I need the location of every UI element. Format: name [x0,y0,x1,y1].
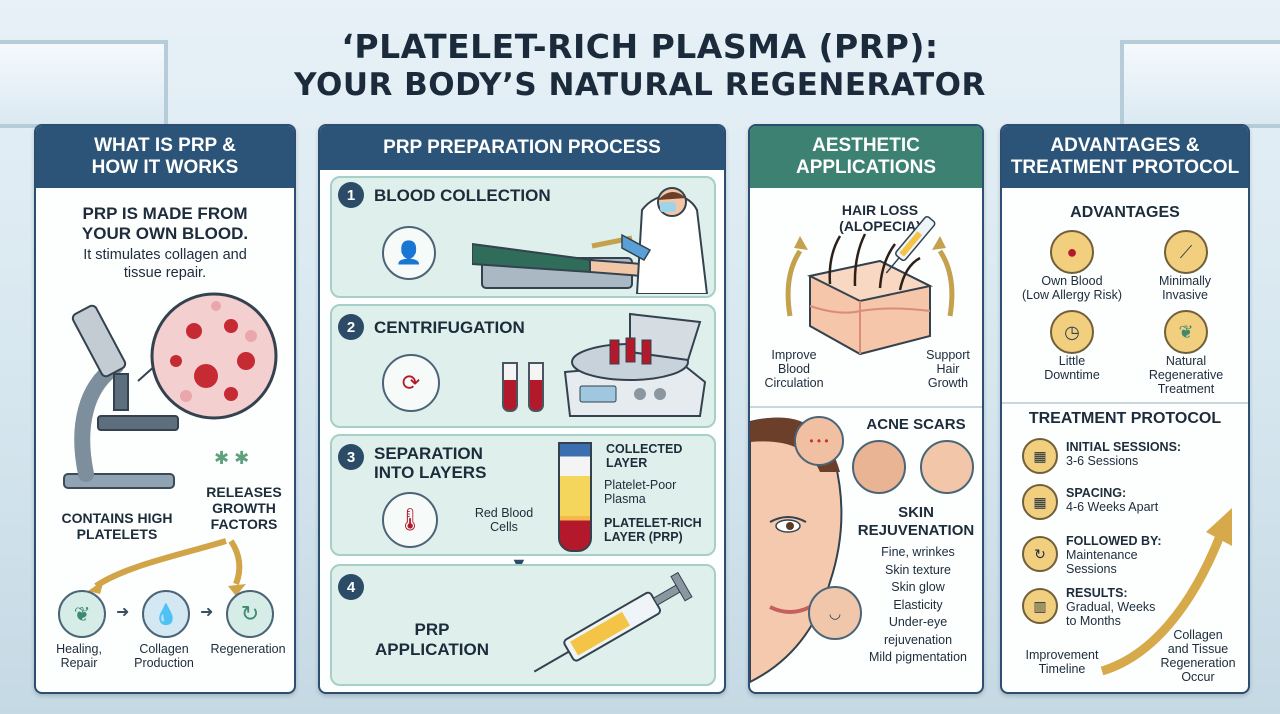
step-centrifugation: 2 CENTRIFUGATION ⟳ [330,304,716,428]
phlebotomist-illustration [472,187,709,294]
protocol-spacing: SPACING:4-6 Weeks Apart [1066,486,1159,514]
step-number: 4 [338,574,364,600]
outcome-label-healing: Healing,Repair [56,642,102,670]
step-number: 3 [338,444,364,470]
panel-advantages-protocol: ADVANTAGES &TREATMENT PROTOCOL ADVANTAGE… [1000,124,1250,694]
clock-icon: ◷ [1050,310,1094,354]
growth-factor-particles: ✱ ✱ [214,448,250,468]
scar-before-closeup [852,440,906,494]
divider [750,406,982,408]
acne-skin-closeup: • • • [794,416,844,466]
step-number: 1 [338,182,364,208]
bar-chart-icon: ▥ [1022,588,1058,624]
hair-loss-title: HAIR LOSS(ALOPECIA) [839,202,921,234]
leaf-icon: ❦ [1164,310,1208,354]
thermometer-icon: 🌡 [382,492,438,548]
recycle-icon: ↻ [226,590,274,638]
outcome-label-regeneration: Regeneration [210,642,286,656]
skin-benefits-list: Fine, wrinkes Skin texture Skin glow Ela… [869,545,967,664]
panel-header: ADVANTAGES &TREATMENT PROTOCOL [1002,126,1248,188]
flow-arrows [88,538,246,596]
arrow-icon: ➜ [200,604,214,621]
timeline-arrow [1100,508,1232,676]
donor-blood-icon: 👤 [382,226,436,280]
protocol-title: TREATMENT PROTOCOL [1028,410,1222,427]
panel-preparation-process: PRP PREPARATION PROCESS 1 BLOOD COLLECTI… [318,124,726,694]
step-title: CENTRIFUGATION [374,318,525,337]
step-number: 2 [338,314,364,340]
refresh-icon: ↻ [1022,536,1058,572]
microscope-illustration [63,292,278,489]
scar-after-closeup [920,440,974,494]
blood-drop-icon: ● [1050,230,1094,274]
step-blood-collection: 1 BLOOD COLLECTION 👤 [330,176,716,298]
acne-scars-title: ACNE SCARS [866,416,966,433]
page-title: ‘PLATELET-RICH PLASMA (PRP): YOUR BODY’S… [294,27,986,104]
syringe-illustration [533,571,693,673]
under-eye-closeup: ◡ [808,586,862,640]
separated-tube [558,442,592,552]
arrow-icon: ➜ [116,604,130,621]
calendar-icon: ▦ [1022,438,1058,474]
centrifuge-illustration [563,312,707,417]
syringe-icon: ⟋ [1164,230,1208,274]
panel-header: PRP PREPARATION PROCESS [320,126,724,170]
blood-tube-icon [502,362,518,412]
leaf-hand-icon: ❦ [58,590,106,638]
calendar-icon: ▦ [1022,484,1058,520]
step-title: BLOOD COLLECTION [374,186,551,205]
background-window-right [1120,40,1280,128]
scalp-illustration [785,216,955,356]
droplet-icon: 💧 [142,590,190,638]
advantages-title: ADVANTAGES [1070,204,1180,221]
advantage-own-blood: Own Blood(Low Allergy Risk) [1021,274,1123,302]
divider [1002,402,1248,404]
panel-what-is-prp: WHAT IS PRP &HOW IT WORKS PRP IS MADE FR… [34,124,296,694]
spin-tube-icon: ⟳ [382,354,440,412]
protocol-initial: INITIAL SESSIONS:3-6 Sessions [1066,440,1182,468]
blood-tube-icon [528,362,544,412]
panel-header: WHAT IS PRP &HOW IT WORKS [36,126,294,188]
